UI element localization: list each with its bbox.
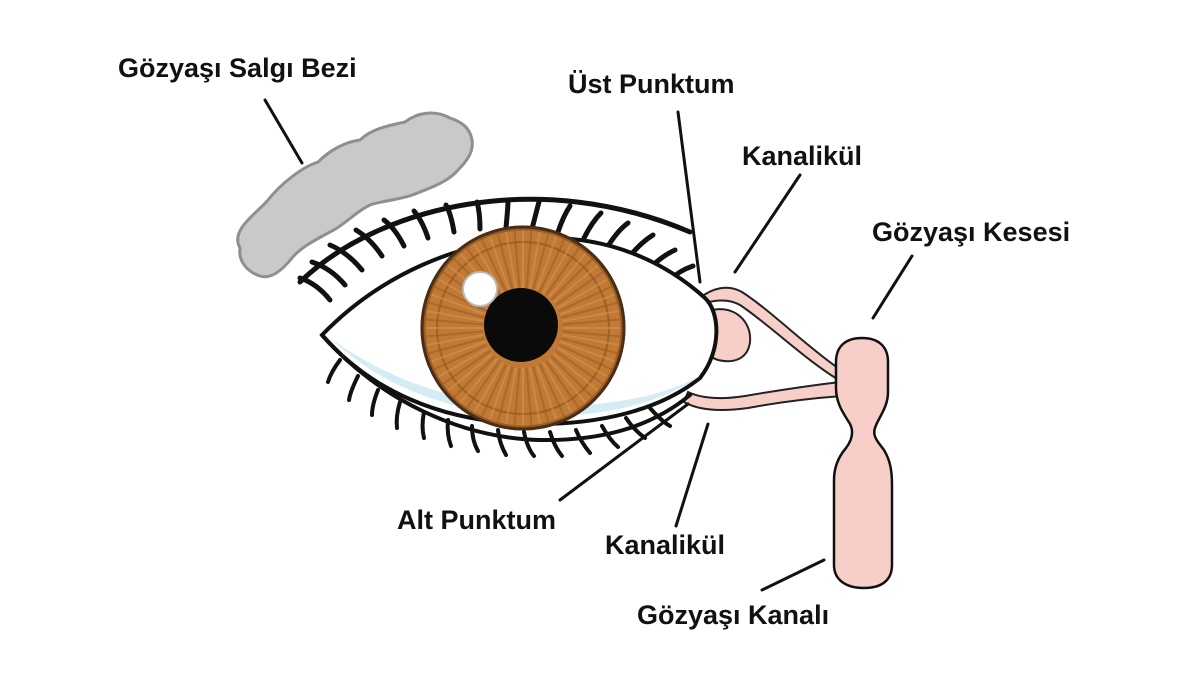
eye-highlight (462, 271, 498, 307)
iris-fiber (545, 247, 581, 296)
lacrimal-drainage (682, 286, 894, 590)
iris-fiber (480, 238, 508, 293)
label-nasolacrimal-duct: Gözyaşı Kanalı (637, 600, 829, 630)
iris-fiber (428, 301, 485, 319)
iris-fiber (425, 318, 484, 326)
iris-fiber (547, 357, 587, 404)
iris-fiber (437, 347, 489, 378)
iris-fiber (425, 330, 484, 338)
iris-fiber (562, 309, 620, 323)
iris-fiber (538, 238, 566, 293)
iris-fiber (426, 309, 484, 323)
iris-fiber (488, 235, 511, 291)
lower-eyelashes (326, 358, 672, 458)
iris-fiber (452, 355, 496, 399)
iris-fiber (465, 360, 501, 409)
iris-fiber (542, 362, 573, 414)
iris-fiber (550, 257, 594, 301)
iris-fiber (560, 340, 616, 363)
iris-fiber (442, 350, 491, 386)
iris-fiber (555, 270, 604, 306)
iris-fiber (532, 366, 550, 423)
label-lacrimal-sac: Gözyaşı Kesesi (872, 217, 1070, 247)
iris-fiber (504, 231, 518, 289)
iris-fiber (538, 363, 566, 418)
iris-fiber (562, 333, 620, 347)
leader-lower-punctum (558, 402, 690, 502)
iris-fiber (535, 365, 558, 421)
label-upper-punctum: Üst Punktum (568, 69, 735, 99)
iris-fiber (547, 252, 587, 299)
iris-fiber (496, 366, 514, 423)
leader-nasolacrimal-duct (760, 558, 826, 592)
pupil (484, 288, 558, 362)
iris-fiber (430, 293, 486, 316)
upper-lid-crease (297, 196, 693, 285)
leader-lines (263, 98, 914, 592)
iris-fiber (557, 347, 609, 378)
iris-fiber (447, 352, 494, 392)
iris-fiber (488, 365, 511, 421)
upper-eyelashes (297, 197, 696, 303)
iris-fiber (552, 352, 599, 392)
iris-fiber (473, 362, 504, 414)
iris-fiber (555, 350, 604, 386)
leader-lacrimal-sac (871, 254, 914, 320)
iris-fiber (562, 330, 621, 338)
iris-fiber (525, 230, 533, 289)
iris-outer-ring (420, 225, 626, 431)
iris-fiber (433, 285, 488, 313)
iris-fiber (560, 293, 616, 316)
iris-fiber (558, 343, 613, 371)
iris-fiber (426, 333, 484, 347)
iris-fiber (552, 264, 599, 304)
iris-fiber (480, 363, 508, 418)
label-lower-canaliculus: Kanalikül (605, 530, 725, 560)
iris-fiber (542, 242, 573, 294)
iris-fiber (525, 367, 533, 426)
iris-fiber (558, 285, 613, 313)
label-lacrimal-gland: Gözyaşı Salgı Bezi (118, 53, 357, 83)
iris-fiber (459, 357, 499, 404)
lower-lid (320, 333, 692, 443)
iris-fiber (561, 337, 618, 355)
lower-canaliculus (682, 380, 844, 411)
iris-fiber (513, 230, 521, 289)
label-upper-canaliculus: Kanalikül (742, 141, 862, 171)
leader-upper-canaliculus (733, 173, 802, 274)
iris-fiber (473, 242, 504, 294)
lacrimal-sac-and-duct (832, 336, 894, 590)
leader-upper-punctum (676, 110, 702, 284)
iris-fiber (504, 367, 518, 425)
label-lower-punctum: Alt Punktum (397, 505, 556, 535)
iris-fiber (557, 278, 609, 309)
iris-fiber (428, 337, 485, 355)
iris-fiber (430, 340, 486, 363)
leader-lower-canaliculus (674, 422, 710, 528)
iris-fiber (496, 233, 514, 290)
iris-fiber (535, 235, 558, 291)
iris-fiber (561, 301, 618, 319)
iris-fiber (433, 343, 488, 371)
iris-fiber (528, 367, 542, 425)
iris-fiber (528, 231, 542, 289)
iris-fibers (425, 230, 621, 426)
iris-fiber (532, 233, 550, 290)
leader-lacrimal-gland (263, 98, 304, 165)
iris-fiber (562, 318, 621, 326)
iris-fiber (513, 367, 521, 426)
iris-fiber (545, 360, 581, 409)
iris-fiber (550, 355, 594, 399)
lacrimal-gland (236, 111, 474, 279)
